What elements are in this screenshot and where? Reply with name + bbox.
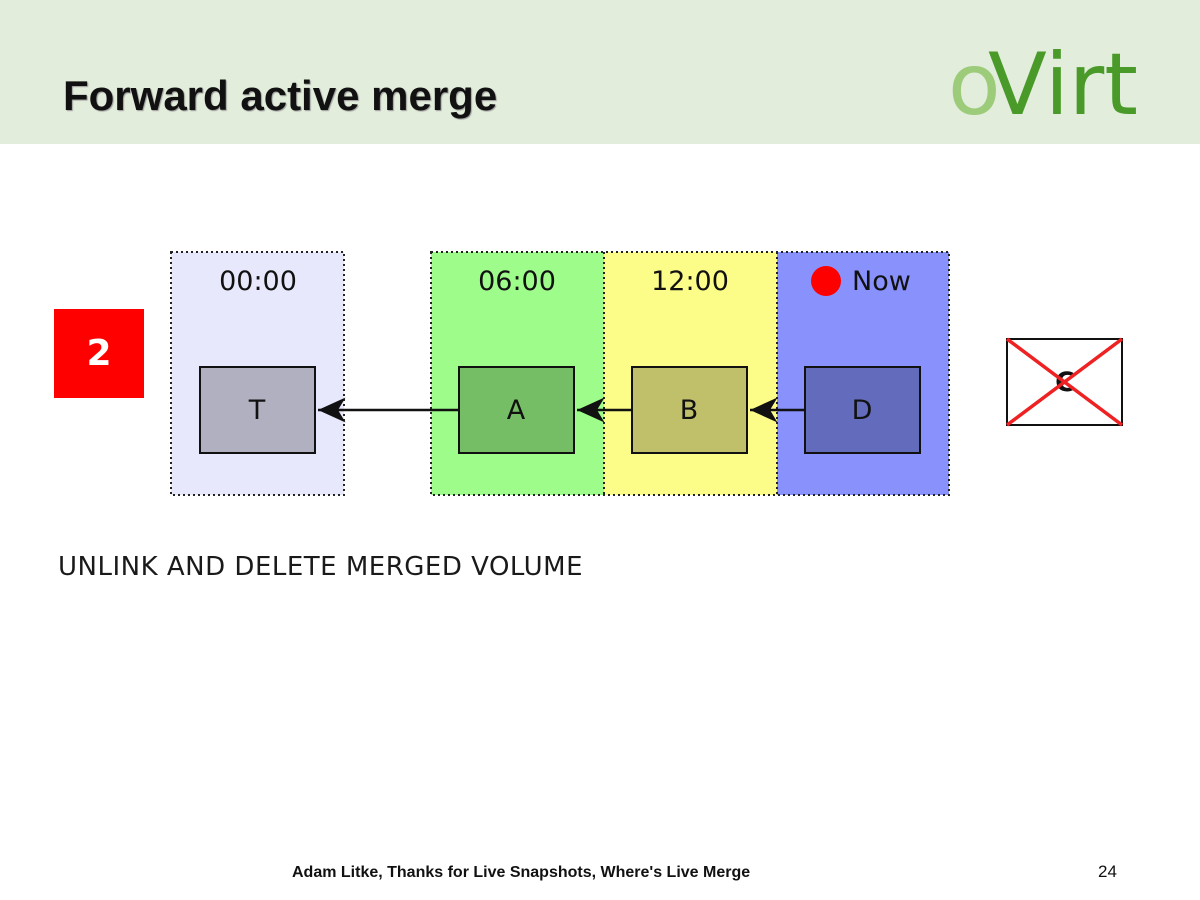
volume-box-t — [199, 366, 316, 454]
slide-footer: Adam Litke, Thanks for Live Snapshots, W… — [292, 864, 751, 881]
logo-virt: Virt — [988, 36, 1138, 126]
slide-title: Forward active merge — [63, 72, 498, 119]
volume-box-b — [631, 366, 748, 454]
column-group-border — [430, 251, 950, 496]
volume-box-d — [804, 366, 921, 454]
volume-label-a: A — [507, 395, 526, 426]
volume-box-a — [458, 366, 575, 454]
logo-o: o — [948, 36, 1001, 126]
now-marker-icon — [811, 266, 841, 296]
column-label-0600: 06:00 — [478, 266, 556, 297]
ovirt-logo: o Virt — [948, 36, 1138, 126]
delete-cross-icon-stroke-2 — [1005, 337, 1124, 427]
volume-label-d: D — [852, 395, 873, 426]
volume-label-t: T — [248, 395, 266, 426]
column-label-0000: 00:00 — [219, 266, 297, 297]
column-label-1200: 12:00 — [651, 266, 729, 297]
page-number: 24 — [1098, 862, 1117, 881]
column-label-now: Now — [852, 266, 911, 297]
volume-label-b: B — [680, 395, 699, 426]
step-caption: UNLINK AND DELETE MERGED VOLUME — [58, 552, 584, 582]
slide-header — [0, 0, 1200, 144]
step-badge: 2 — [54, 309, 144, 398]
